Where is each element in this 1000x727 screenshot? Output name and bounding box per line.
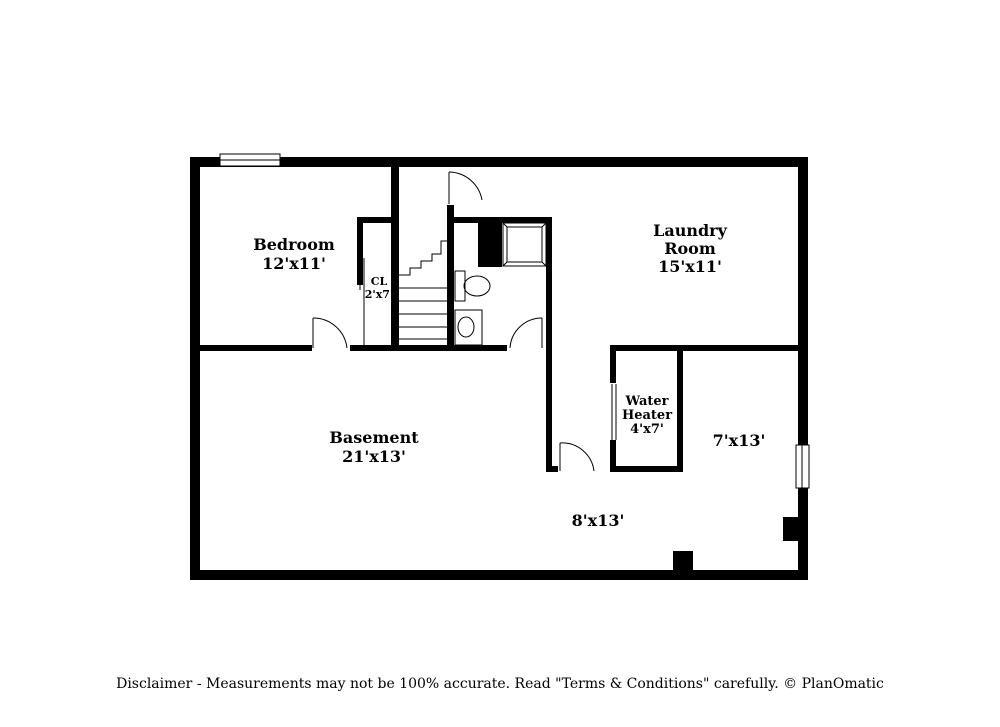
door-water-heater-sliding <box>611 384 617 440</box>
disclaimer-text: Disclaimer - Measurements may not be 100… <box>116 676 884 692</box>
wall-water-heater-left <box>610 345 616 383</box>
stairs <box>399 240 447 340</box>
room-labels: Bedroom 12'x11' CL 2'x7' Laundry Room 15… <box>253 221 765 530</box>
exterior-wall-left <box>190 157 200 580</box>
door-stair-top <box>448 171 483 204</box>
wall-water-heater-left-low <box>610 440 616 472</box>
wall-bedroom-bottom-right <box>350 345 399 351</box>
bath-fixtures <box>454 222 547 346</box>
column-bottom <box>673 551 693 573</box>
walls <box>190 157 808 580</box>
label-laundry-name-1: Laundry <box>653 221 728 240</box>
label-bedroom-size: 12'x11' <box>262 254 326 273</box>
sink-icon <box>454 309 483 346</box>
wall-hall-left <box>546 347 552 471</box>
label-water-heater-name-1: Water <box>624 394 668 409</box>
label-basement-name: Basement <box>329 428 419 447</box>
wall-water-heater-right <box>677 345 683 472</box>
label-laundry-name-2: Room <box>664 239 716 258</box>
door-bedroom <box>312 317 348 349</box>
label-basement-size: 21'x13' <box>342 447 406 466</box>
label-bedroom-name: Bedroom <box>253 235 335 254</box>
label-closet-size: 2'x7' <box>365 288 394 301</box>
exterior-wall-bottom <box>190 570 808 580</box>
column-right <box>783 517 800 541</box>
label-side-room-size: 7'x13' <box>713 431 766 450</box>
label-water-heater-name-2: Heater <box>622 408 672 423</box>
wall-water-heater-bottom <box>610 466 683 472</box>
exterior-wall-right <box>798 157 808 580</box>
wall-bath-top <box>447 217 552 223</box>
windows <box>219 153 810 489</box>
wall-bath-bottom <box>447 345 507 351</box>
wall-stair-right-upper <box>447 205 454 350</box>
wall-bedroom-right <box>391 167 399 350</box>
label-hall-size: 8'x13' <box>572 511 625 530</box>
door-bath <box>509 317 543 349</box>
wall-stair-bottom <box>399 345 451 351</box>
door-closet-sliding <box>359 228 365 345</box>
shower-icon <box>502 222 547 267</box>
wall-bedroom-bottom-left <box>200 345 312 351</box>
doors <box>312 171 617 472</box>
label-closet-name: CL <box>371 275 388 288</box>
door-hall <box>559 442 595 472</box>
exterior-wall-top <box>190 157 808 167</box>
shower-dark-block <box>478 223 502 267</box>
wall-bath-right <box>546 217 552 347</box>
label-laundry-size: 15'x11' <box>658 257 722 276</box>
wall-hall-bottom-stub <box>546 466 558 472</box>
wall-laundry-bottom <box>612 345 798 351</box>
toilet-icon <box>454 270 491 302</box>
wall-closet-top <box>357 217 393 223</box>
label-water-heater-size: 4'x7' <box>630 422 664 437</box>
